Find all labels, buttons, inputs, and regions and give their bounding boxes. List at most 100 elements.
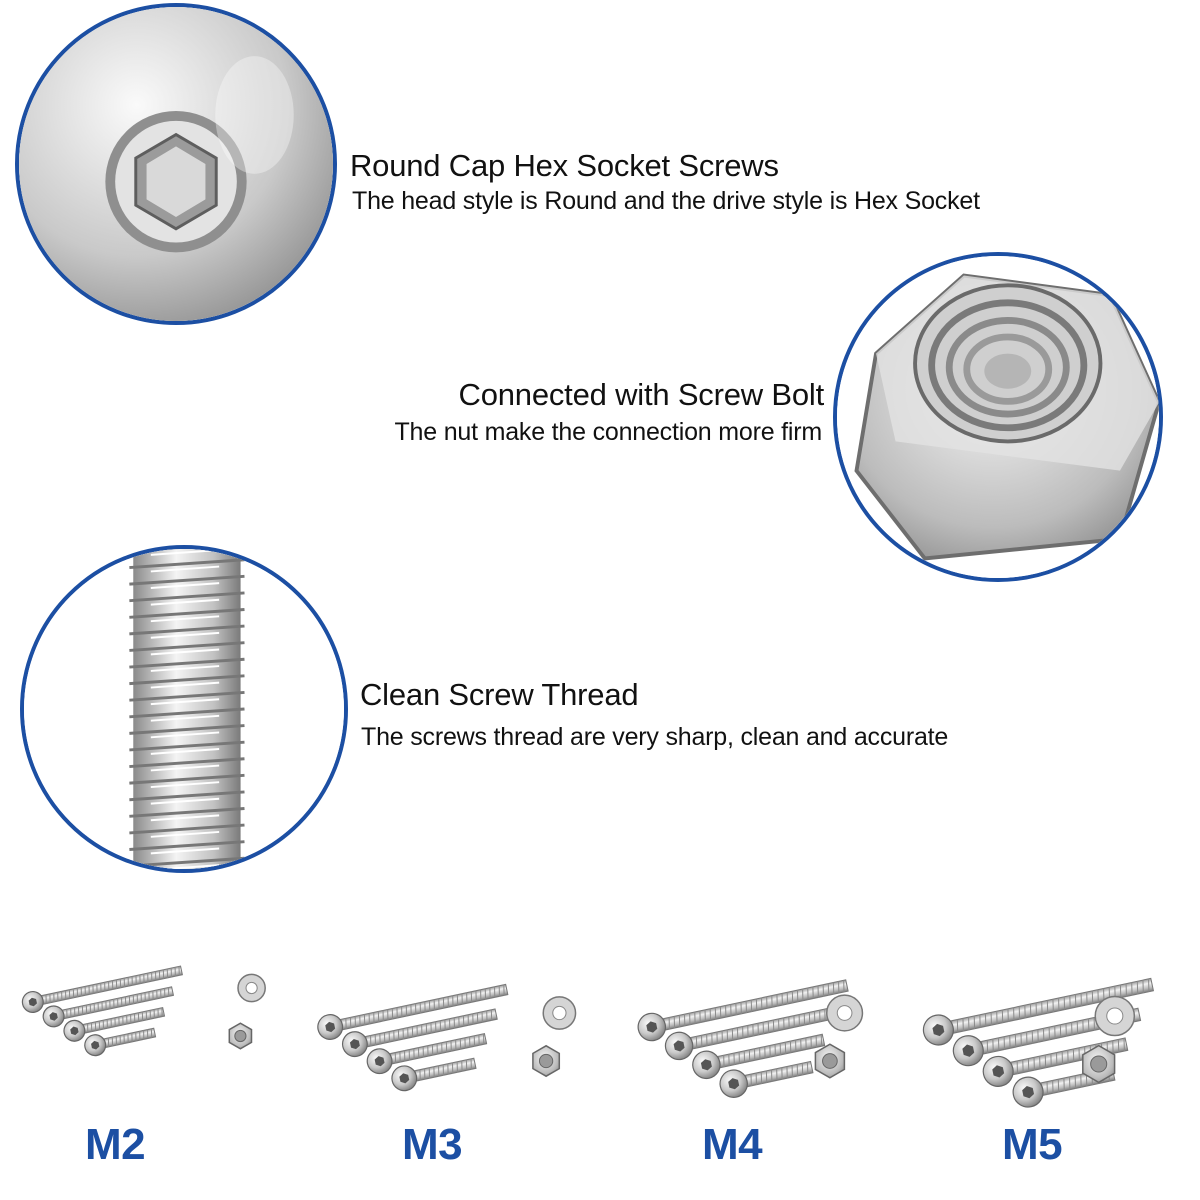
- screw-thread-line: [1076, 1021, 1079, 1034]
- screw-thread-line: [766, 996, 768, 1009]
- screw-thread-line: [996, 1011, 998, 1025]
- screw-thread-line: [174, 967, 176, 977]
- screw-thread-line: [118, 1016, 120, 1026]
- hex-socket-icon: [962, 1044, 975, 1057]
- screw-thread-line: [483, 1033, 485, 1045]
- screw-thread-line: [1027, 1058, 1030, 1072]
- screw-thread-line: [784, 1042, 787, 1054]
- screw-thread-line: [762, 1022, 764, 1034]
- screw-thread-line: [786, 1066, 788, 1079]
- screw-thread-line: [170, 968, 172, 978]
- washer-hole: [552, 1005, 567, 1021]
- screw-thread-icon: [24, 549, 344, 869]
- screw-thread-line: [759, 1047, 761, 1060]
- screw-thread-line: [106, 1019, 108, 1029]
- screw-thread-line: [1071, 1022, 1073, 1036]
- nut-hole: [538, 1053, 554, 1069]
- screw-thread-line: [772, 1019, 775, 1032]
- screw-thread-line: [798, 1014, 800, 1027]
- screw-thread-line: [1013, 1007, 1015, 1021]
- screw-thread-line: [445, 1041, 448, 1053]
- screw-thread-line: [771, 1069, 773, 1082]
- hex-socket-icon: [932, 1023, 945, 1037]
- screw-icon: [63, 1006, 166, 1042]
- screw-thread-line: [449, 1018, 451, 1030]
- screw-thread-line: [387, 1009, 389, 1021]
- screw-thread-line: [494, 986, 496, 998]
- screw-thread-line: [726, 1029, 729, 1042]
- screw-thread-line: [150, 1028, 153, 1038]
- hex-socket-icon: [325, 1021, 336, 1033]
- screw-thread-line: [379, 1033, 381, 1045]
- screw-thread-line: [1074, 994, 1077, 1008]
- screw-icon: [84, 1027, 157, 1057]
- screw-thread-line: [678, 1015, 681, 1027]
- thread-ridge: [129, 856, 245, 868]
- screw-thread-line: [1093, 1017, 1095, 1031]
- screw-thread-line: [68, 989, 71, 999]
- thread-ridge: [129, 690, 245, 702]
- screw-thread-line: [771, 995, 773, 1008]
- nut-hole: [1090, 1055, 1108, 1073]
- screw-thread-line: [417, 1047, 420, 1059]
- thread-ridge: [129, 707, 245, 719]
- screw-thread-line: [465, 1059, 468, 1071]
- screw-thread-line: [49, 993, 51, 1003]
- screw-thread-line: [803, 1013, 806, 1026]
- kit-image-m3: [315, 965, 605, 1115]
- thread-highlight: [150, 714, 220, 722]
- screw-thread-line: [425, 1023, 428, 1035]
- screw-thread-line: [968, 1017, 970, 1030]
- screw-thread-line: [480, 989, 482, 1001]
- screw-thread-line: [973, 1015, 976, 1029]
- thread-highlight: [150, 582, 220, 589]
- screw-thread-line: [1063, 996, 1066, 1010]
- screw-thread-line: [401, 1006, 403, 1018]
- round-cap-closeup-image: [15, 3, 337, 325]
- screw-thread-line: [141, 1011, 144, 1021]
- screw-thread-line: [1054, 1025, 1056, 1039]
- screw-thread-line: [1148, 978, 1150, 992]
- screw-thread-line: [1007, 1008, 1009, 1022]
- screw-thread-line: [467, 1014, 469, 1026]
- screw-thread-line: [149, 1010, 151, 1020]
- thread-highlight: [150, 864, 220, 869]
- screw-thread-line: [1018, 1006, 1021, 1020]
- screw-thread-line: [164, 988, 166, 998]
- screw-thread-line: [1078, 1047, 1080, 1061]
- screw-thread-line: [405, 1005, 408, 1017]
- screw-thread-line: [373, 1012, 375, 1024]
- hex-socket-icon: [349, 1039, 360, 1050]
- screw-thread-line: [802, 989, 804, 1001]
- size-label-m2: M2: [84, 1120, 146, 1169]
- thread-ridge: [129, 757, 245, 769]
- screw-thread-line: [730, 1004, 732, 1017]
- screw-thread-line: [349, 1017, 352, 1028]
- screw-thread-line: [456, 994, 459, 1006]
- screw-thread-line: [451, 1062, 454, 1074]
- screw-thread-line: [157, 1008, 159, 1018]
- screw-thread-line: [359, 1015, 361, 1027]
- screw-thread-line: [119, 1035, 121, 1045]
- thread-ridge: [129, 773, 245, 785]
- screw-thread-line: [962, 1018, 964, 1032]
- screw-thread-line: [1016, 1060, 1019, 1074]
- thread-ridge: [129, 657, 245, 669]
- screw-thread-line: [843, 980, 845, 993]
- screw-thread-line: [1123, 1038, 1125, 1052]
- screw-thread-line: [115, 979, 118, 989]
- screw-thread-line: [456, 1061, 458, 1073]
- screw-thread-line: [1117, 1039, 1120, 1053]
- screw-thread-closeup-image: [20, 545, 348, 873]
- screw-thread-line: [113, 999, 115, 1009]
- screw-thread-line: [1035, 1002, 1037, 1016]
- kit-image-m2: [20, 940, 290, 1110]
- screw-thread-line: [396, 1007, 398, 1019]
- screw-icon: [692, 1033, 826, 1080]
- screw-thread-line: [1065, 1023, 1067, 1037]
- screw-thread-line: [76, 988, 79, 998]
- screw-icon: [21, 965, 183, 1013]
- screw-thread-line: [155, 971, 157, 981]
- screw-thread-line: [476, 1012, 479, 1024]
- screw-thread-line: [1039, 1056, 1041, 1069]
